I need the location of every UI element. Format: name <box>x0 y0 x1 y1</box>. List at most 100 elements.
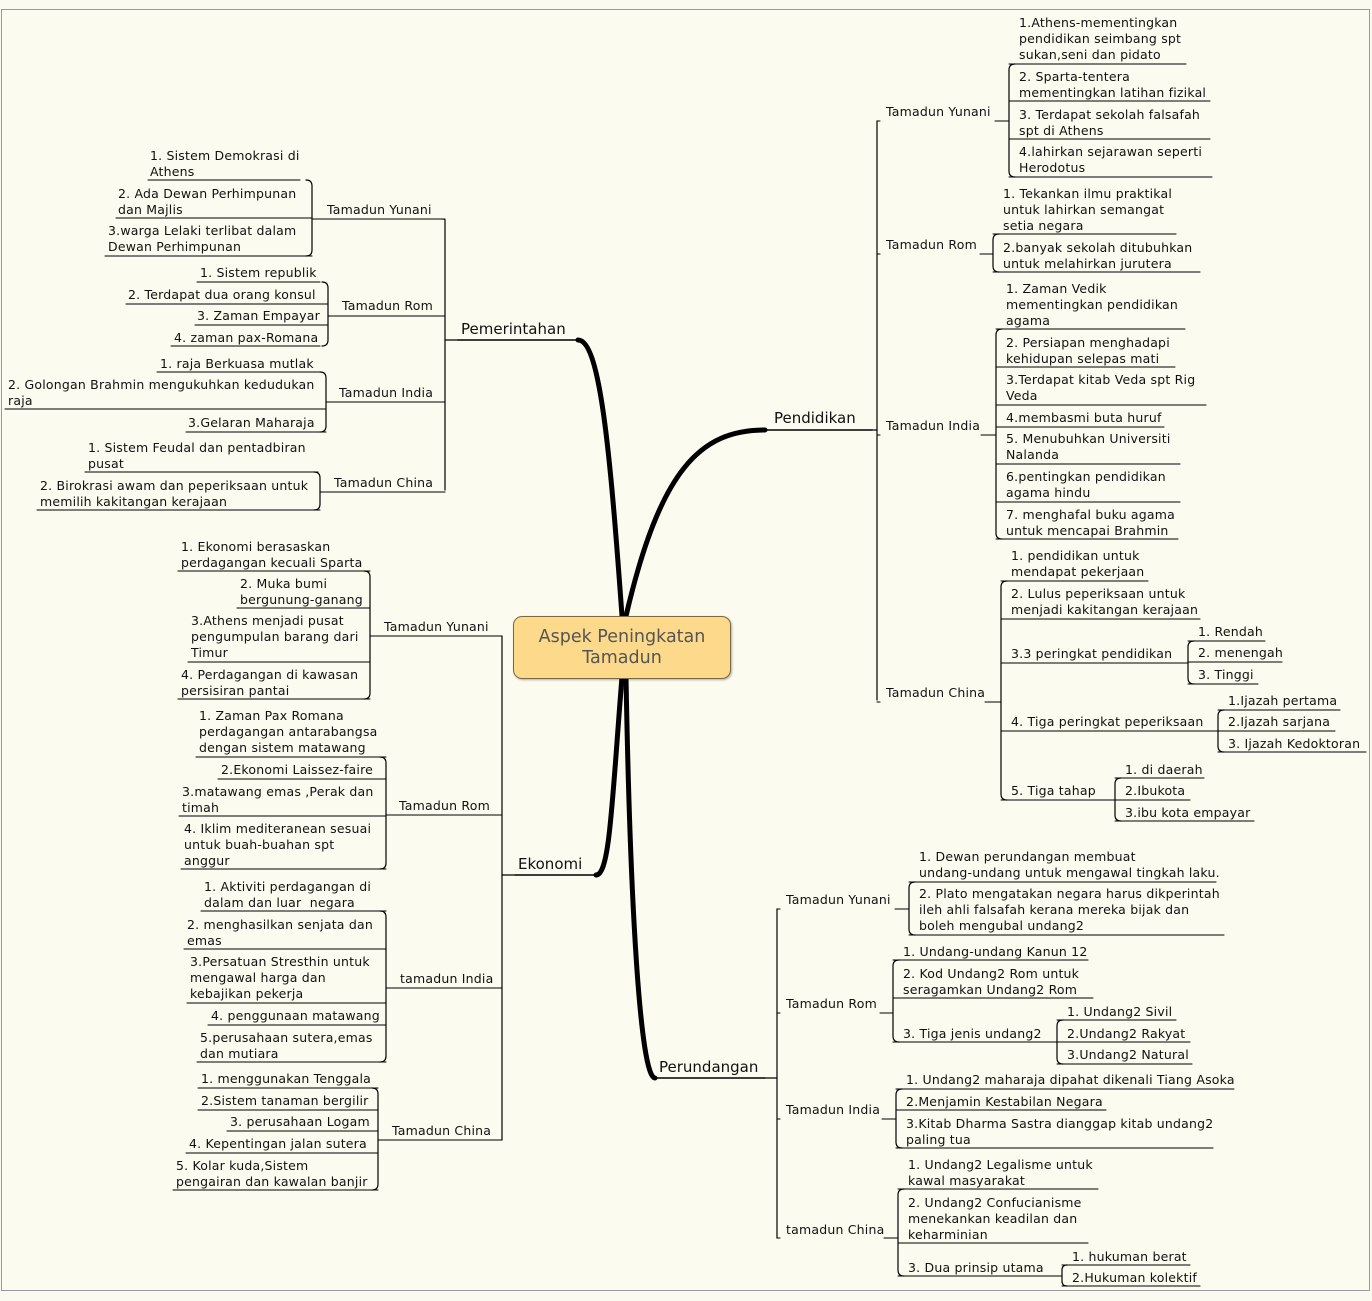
leaf[interactable]: 3.Athens menjadi pusat pengumpulan baran… <box>191 613 359 660</box>
leaf[interactable]: 3.3 peringkat pendidikan <box>1011 646 1173 661</box>
leaf[interactable]: 2. menghasilkan senjata dan emas <box>187 917 373 948</box>
connector-line <box>1008 63 1016 178</box>
leaf[interactable]: 3.Persatuan Stresthin untuk mengawal har… <box>190 954 370 1001</box>
leaf[interactable]: 2.Ibukota <box>1125 783 1186 798</box>
central-topic[interactable]: Aspek Peningkatan Tamadun <box>513 616 731 679</box>
leaf[interactable]: 5. Menubuhkan Universiti Nalanda <box>1006 431 1171 462</box>
topic-perundangan-china[interactable]: tamadun China <box>786 1222 885 1237</box>
leaf[interactable]: 1. Aktiviti perdagangan di dalam dan lua… <box>204 879 372 910</box>
leaf[interactable]: 2.Undang2 Rakyat <box>1067 1026 1186 1041</box>
leaf[interactable]: 4. zaman pax-Romana <box>174 330 319 345</box>
topic-perundangan-rom[interactable]: Tamadun Rom <box>786 996 877 1011</box>
leaf[interactable]: 1. Undang2 Sivil <box>1067 1004 1173 1019</box>
leaf[interactable]: 5. Kolar kuda,Sistem pengairan dan kawal… <box>176 1158 368 1189</box>
leaf[interactable]: 2.Sistem tanaman bergilir <box>201 1093 369 1108</box>
leaf[interactable]: 1. Tekankan ilmu praktikal untuk lahirka… <box>1003 186 1172 233</box>
leaf[interactable]: 1. pendidikan untuk mendapat pekerjaan <box>1011 548 1145 579</box>
leaf[interactable]: 2.Hukuman kolektif <box>1072 1270 1197 1285</box>
leaf[interactable]: 4. Tiga peringkat peperiksaan <box>1011 714 1204 729</box>
leaf[interactable]: 3.Undang2 Natural <box>1067 1047 1189 1062</box>
topic-pendidikan-rom[interactable]: Tamadun Rom <box>886 237 977 252</box>
leaf[interactable]: 1.Athens-mementingkan pendidikan seimban… <box>1019 15 1182 62</box>
topic-ekonomi-rom[interactable]: Tamadun Rom <box>399 798 490 813</box>
topic-pemerintahan-rom[interactable]: Tamadun Rom <box>342 298 433 313</box>
leaf[interactable]: 1. Undang2 Legalisme untuk kawal masyara… <box>908 1157 1093 1188</box>
leaf[interactable]: 1. di daerah <box>1125 762 1203 777</box>
branch-ekonomi[interactable]: Ekonomi <box>518 855 583 873</box>
leaf[interactable]: 2.Ijazah sarjana <box>1228 714 1331 729</box>
leaf[interactable]: 2. Muka bumi bergunung-ganang <box>240 576 363 607</box>
leaf[interactable]: 2. Lulus peperiksaan untuk menjadi kakit… <box>1011 586 1199 617</box>
leaf[interactable]: 1. Rendah <box>1198 624 1263 639</box>
leaf[interactable]: 1. Zaman Pax Romana perdagangan antaraba… <box>199 708 378 755</box>
leaf[interactable]: 4. Perdagangan di kawasan persisiran pan… <box>181 667 359 698</box>
leaf[interactable]: 1. Zaman Vedik mementingkan pendidikan a… <box>1006 281 1179 328</box>
connector-line <box>379 910 387 1063</box>
leaf[interactable]: 5. Tiga tahap <box>1011 783 1096 798</box>
leaf[interactable]: 2. Terdapat dua orang konsul <box>128 287 316 302</box>
leaf[interactable]: 4. penggunaan matawang <box>211 1008 380 1023</box>
leaf[interactable]: 3. Tinggi <box>1198 667 1254 682</box>
branch-curve-pendidikan <box>623 427 768 619</box>
leaf[interactable]: 2.Ekonomi Laissez-faire <box>221 762 374 777</box>
leaf[interactable]: 2. Birokrasi awam dan peperiksaan untuk … <box>40 478 309 509</box>
branch-pemerintahan[interactable]: Pemerintahan <box>461 320 566 338</box>
topic-perundangan-india[interactable]: Tamadun India <box>786 1102 881 1117</box>
leaf[interactable]: 2. Undang2 Confucianisme menekankan kead… <box>908 1195 1082 1242</box>
leaf[interactable]: 1. Dewan perundangan membuat undang-unda… <box>919 849 1220 880</box>
leaf[interactable]: 1. menggunakan Tenggala <box>201 1071 372 1086</box>
leaf[interactable]: 3.Gelaran Maharaja <box>188 415 315 430</box>
leaf[interactable]: 1. raja Berkuasa mutlak <box>160 356 314 371</box>
leaf[interactable]: 2.Menjamin Kestabilan Negara <box>906 1094 1103 1109</box>
leaf[interactable]: 1. hukuman berat <box>1072 1249 1187 1264</box>
leaf[interactable]: 3. Tiga jenis undang2 <box>903 1026 1042 1041</box>
leaf[interactable]: 3.Kitab Dharma Sastra dianggap kitab und… <box>906 1116 1214 1147</box>
leaf[interactable]: 2.banyak sekolah ditubuhkan untuk melahi… <box>1003 240 1193 271</box>
topic-pendidikan-india[interactable]: Tamadun India <box>886 418 981 433</box>
leaf[interactable]: 1. Ekonomi berasaskan perdagangan kecual… <box>181 539 363 570</box>
branch-perundangan[interactable]: Perundangan <box>659 1058 759 1076</box>
leaf[interactable]: 1. Undang2 maharaja dipahat dikenali Tia… <box>906 1072 1235 1087</box>
leaf[interactable]: 3.Terdapat kitab Veda spt Rig Veda <box>1006 372 1196 403</box>
topic-ekonomi-china[interactable]: Tamadun China <box>392 1123 492 1138</box>
topic-pendidikan-yunani[interactable]: Tamadun Yunani <box>886 104 991 119</box>
connector-line <box>1061 1264 1068 1287</box>
leaf[interactable]: 1. Sistem Feudal dan pentadbiran pusat <box>88 440 306 471</box>
leaf[interactable]: 3.warga Lelaki terlibat dalam Dewan Perh… <box>108 223 297 254</box>
leaf[interactable]: 2. Ada Dewan Perhimpunan dan Majlis <box>118 186 297 217</box>
leaf[interactable]: 2. Persiapan menghadapi kehidupan selepa… <box>1006 335 1170 366</box>
leaf[interactable]: 3.ibu kota empayar <box>1125 805 1251 820</box>
topic-pemerintahan-yunani[interactable]: Tamadun Yunani <box>327 202 432 217</box>
topic-perundangan-yunani[interactable]: Tamadun Yunani <box>786 892 891 907</box>
leaf[interactable]: 4. Kepentingan jalan sutera <box>189 1136 367 1151</box>
connector-line <box>321 281 329 347</box>
leaf[interactable]: 2. Sparta-tentera mementingkan latihan f… <box>1019 69 1207 100</box>
leaf[interactable]: 3. Terdapat sekolah falsafah spt di Athe… <box>1019 107 1201 138</box>
topic-pemerintahan-india[interactable]: Tamadun India <box>339 385 434 400</box>
topic-ekonomi-india[interactable]: tamadun India <box>400 971 494 986</box>
branch-pendidikan[interactable]: Pendidikan <box>774 409 856 427</box>
leaf[interactable]: 1. Undang-undang Kanun 12 <box>903 944 1088 959</box>
leaf[interactable]: 2. Plato mengatakan negara harus dikperi… <box>919 886 1220 933</box>
topic-pemerintahan-china[interactable]: Tamadun China <box>334 475 434 490</box>
leaf[interactable]: 1. Sistem republik <box>200 265 317 280</box>
topic-pendidikan-china[interactable]: Tamadun China <box>886 685 986 700</box>
leaf[interactable]: 3.matawang emas ,Perak dan timah <box>182 784 374 815</box>
leaf[interactable]: 6.pentingkan pendidikan agama hindu <box>1006 469 1166 500</box>
leaf[interactable]: 1.Ijazah pertama <box>1228 693 1338 708</box>
leaf[interactable]: 4.membasmi buta huruf <box>1006 410 1162 425</box>
leaf[interactable]: 3. Dua prinsip utama <box>908 1260 1044 1275</box>
leaf[interactable]: 3. perusahaan Logam <box>230 1114 370 1129</box>
topic-ekonomi-yunani[interactable]: Tamadun Yunani <box>384 619 489 634</box>
leaf[interactable]: 7. menghafal buku agama untuk mencapai B… <box>1006 507 1176 538</box>
leaf[interactable]: 2. Golongan Brahmin mengukuhkan keduduka… <box>8 377 315 408</box>
leaf[interactable]: 2. menengah <box>1198 645 1284 660</box>
leaf[interactable]: 4. Iklim mediteranean sesuai untuk buah-… <box>184 821 372 868</box>
connector-line <box>895 1088 903 1149</box>
leaf[interactable]: 1. Sistem Demokrasi di Athens <box>150 148 300 179</box>
leaf[interactable]: 4.lahirkan sejarawan seperti Herodotus <box>1019 144 1203 175</box>
leaf[interactable]: 3. Zaman Empayar <box>197 308 320 323</box>
leaf[interactable]: 3. Ijazah Kedoktoran <box>1228 736 1361 751</box>
leaf[interactable]: 2. Kod Undang2 Rom untuk seragamkan Unda… <box>903 966 1080 997</box>
leaf[interactable]: 5.perusahaan sutera,emas dan mutiara <box>200 1030 373 1061</box>
